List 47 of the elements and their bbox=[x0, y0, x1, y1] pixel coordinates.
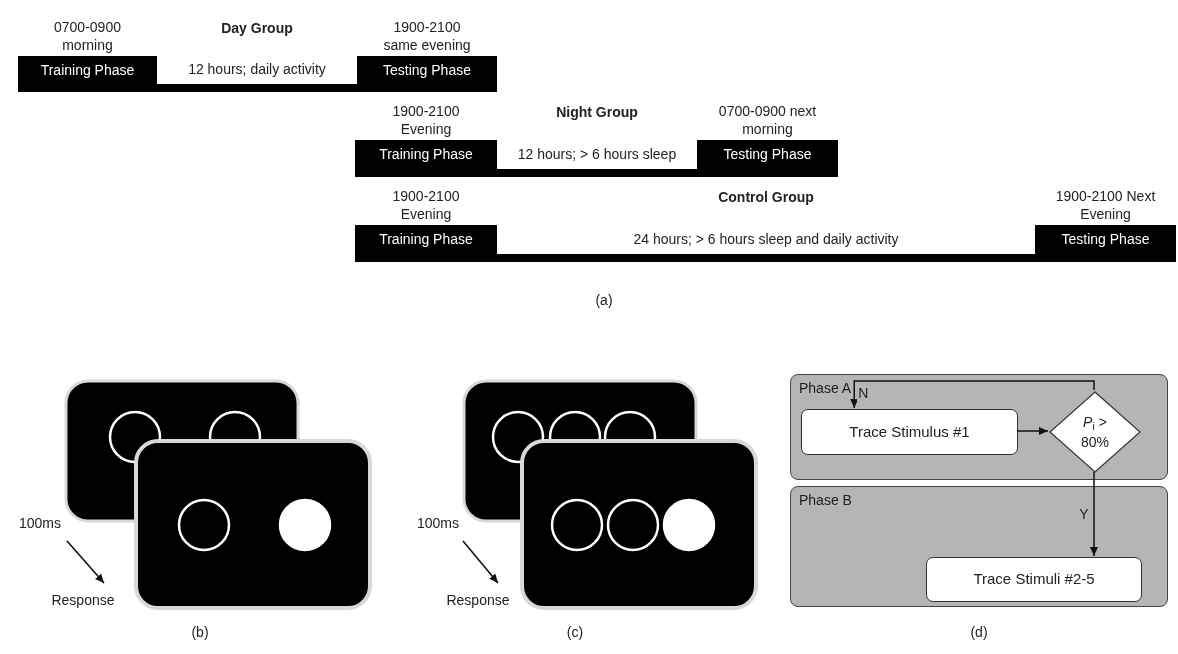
step-label: Trace Stimulus #1 bbox=[849, 421, 970, 442]
phase-bar bbox=[355, 140, 497, 177]
phase-label: Testing Phase bbox=[723, 145, 812, 164]
phase-label: Training Phase bbox=[379, 230, 473, 249]
panel-caption: (b) bbox=[191, 622, 209, 642]
decision-diamond bbox=[1049, 391, 1141, 473]
edge-label: Y bbox=[1078, 506, 1090, 522]
group-title: Day Group bbox=[221, 19, 293, 38]
interval-label: 12 hours; daily activity bbox=[188, 60, 326, 79]
time-label: 1900-2100 Next Evening bbox=[1055, 187, 1156, 223]
panel-title: Phase A bbox=[799, 379, 852, 398]
response-label: Response bbox=[51, 590, 115, 610]
process-box bbox=[801, 409, 1018, 455]
time-label: 0700-0900 morning bbox=[53, 18, 122, 54]
phase-label: Testing Phase bbox=[383, 61, 471, 80]
edge-label: N bbox=[857, 385, 870, 401]
phase-panel bbox=[790, 374, 1168, 480]
interval-label: 12 hours; > 6 hours sleep bbox=[517, 145, 677, 164]
panel-title: Phase B bbox=[799, 491, 852, 510]
phase-label: Training Phase bbox=[40, 61, 135, 80]
group-title: Control Group bbox=[718, 188, 814, 207]
phase-bar bbox=[1035, 225, 1176, 262]
time-label: 100ms bbox=[417, 513, 459, 533]
phase-bar bbox=[18, 56, 157, 92]
step-label: Trace Stimuli #2-5 bbox=[973, 569, 1095, 590]
time-label: 100ms bbox=[19, 513, 61, 533]
phase-bar bbox=[697, 140, 838, 177]
arrow bbox=[850, 380, 1095, 409]
time-label: 1900-2100 same evening bbox=[382, 18, 472, 54]
process-box bbox=[926, 557, 1142, 602]
phase-label: Testing Phase bbox=[1061, 230, 1150, 249]
time-label: 1900-2100 Evening bbox=[391, 102, 461, 138]
response-label: Response bbox=[446, 590, 510, 610]
phase-bar bbox=[355, 225, 497, 262]
interval-label: 24 hours; > 6 hours sleep and daily activity bbox=[633, 230, 899, 249]
arrow bbox=[1090, 471, 1098, 557]
time-label: 0700-0900 next morning bbox=[717, 102, 818, 138]
time-label: 1900-2100 Evening bbox=[391, 187, 461, 223]
panel-caption: (a) bbox=[595, 290, 613, 310]
arrow bbox=[1016, 427, 1049, 435]
phase-panel bbox=[790, 486, 1168, 607]
phase-bar bbox=[357, 56, 497, 92]
panel-caption: (d) bbox=[970, 622, 988, 642]
decision-label: P$_{i}$ > 80% bbox=[1080, 413, 1110, 452]
panel-caption: (c) bbox=[566, 622, 584, 642]
group-title: Night Group bbox=[556, 103, 638, 122]
phase-label: Training Phase bbox=[379, 145, 473, 164]
